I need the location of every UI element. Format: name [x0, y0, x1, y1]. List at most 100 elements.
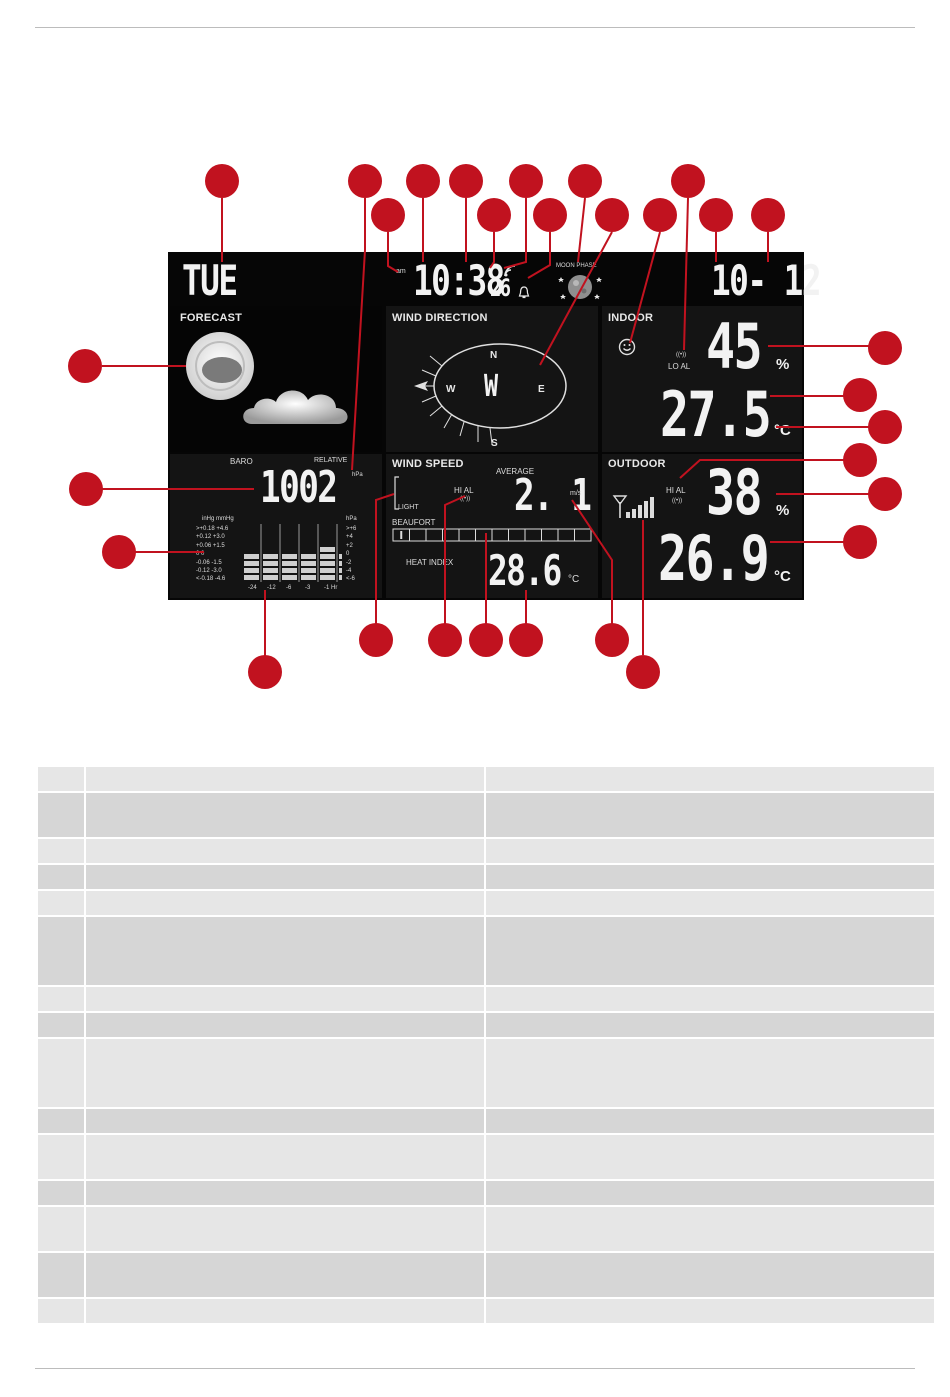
wind-direction-readout: W	[484, 369, 498, 404]
callout-marker	[699, 198, 733, 232]
scale_left-tick: +0.06 +1.5	[196, 542, 225, 549]
beaufort-scale	[392, 528, 592, 542]
legend-row	[38, 1134, 936, 1181]
callout-marker	[509, 164, 543, 198]
callout-marker	[671, 164, 705, 198]
callout-marker	[68, 349, 102, 383]
legend-cell	[85, 1108, 486, 1135]
baro-history-bar-segment	[339, 568, 342, 573]
compass-west: W	[446, 384, 456, 395]
wind-light-label: LIGHT	[398, 504, 419, 511]
baro-history-bar-segment	[244, 575, 259, 580]
baro-history-bar-segment	[263, 575, 278, 580]
legend-cell	[85, 1206, 486, 1253]
compass-north: N	[490, 350, 498, 361]
legend-cell	[85, 1012, 486, 1039]
baro-history-bar-segment	[244, 561, 259, 566]
legend-cell	[38, 838, 86, 865]
callout-marker	[843, 378, 877, 412]
legend-table	[38, 767, 936, 1325]
legend-cell	[85, 1298, 486, 1325]
smiley-icon	[618, 338, 636, 356]
callout-marker	[348, 164, 382, 198]
legend-cell	[485, 890, 936, 917]
legend-row	[38, 1206, 936, 1253]
legend-cell	[38, 916, 86, 987]
legend-cell	[485, 1134, 936, 1181]
legend-cell	[485, 792, 936, 839]
scale_right-tick: 0	[346, 551, 350, 558]
compass-south: S	[491, 438, 498, 449]
legend-row	[38, 1180, 936, 1207]
callout-marker	[205, 164, 239, 198]
callout-marker	[751, 198, 785, 232]
wind-speed-alarm: HI AL	[454, 486, 474, 495]
callout-marker	[477, 198, 511, 232]
scale_right-tick: -2	[346, 559, 352, 566]
outdoor-alarm-symbol-icon: ((•))	[672, 498, 683, 504]
compass-rose	[414, 343, 567, 445]
scale_right-tick: >+6	[346, 526, 357, 532]
forecast-label: FORECAST	[180, 312, 243, 324]
partly-sunny-cloud-icon	[186, 332, 348, 424]
baro-history-chart	[244, 524, 342, 582]
scale_right-tick: <-6	[346, 576, 355, 583]
indoor-label: INDOOR	[608, 312, 654, 324]
legend-cell	[38, 1206, 86, 1253]
baro-history-bar-segment	[244, 568, 259, 573]
callout-marker	[248, 655, 282, 689]
indoor-humidity: 45	[706, 310, 763, 383]
moon-phase-label: MOON PHASE	[556, 263, 597, 269]
legend-row	[38, 1038, 936, 1109]
scale_left-tick: <-0.18 -4.6	[196, 576, 226, 583]
callout-marker	[371, 198, 405, 232]
legend-cell	[85, 838, 486, 865]
baro-history-bar-segment	[320, 561, 335, 566]
baro-scale-header-left: inHg mmHg	[202, 516, 234, 522]
legend-row	[38, 838, 936, 865]
legend-cell	[85, 864, 486, 891]
callout-marker	[359, 623, 393, 657]
legend-cell	[85, 1252, 486, 1299]
legend-cell	[485, 1038, 936, 1109]
baro-history-bar-segment	[320, 568, 335, 573]
baro-history-bar-segment	[320, 547, 335, 552]
bottom-rule	[35, 1368, 915, 1369]
legend-cell	[85, 767, 486, 793]
legend-cell	[38, 1134, 86, 1181]
callout-marker	[595, 623, 629, 657]
beaufort-level-fill	[400, 531, 403, 539]
legend-cell	[38, 1012, 86, 1039]
date-readout: 10- 12	[711, 256, 822, 305]
legend-row	[38, 916, 936, 987]
legend-cell	[485, 1298, 936, 1325]
indoor-panel: INDOOR ((•)) LO AL 45 % 27.5 °C	[602, 306, 802, 452]
heat-index-unit: °C	[568, 574, 580, 585]
baro-history-bar-segment	[320, 575, 335, 580]
baro-history-bar-segment	[282, 561, 297, 566]
baro-history-bar-segment	[301, 554, 316, 559]
legend-cell	[38, 890, 86, 917]
wind-speed-panel: WIND SPEED AVERAGE LIGHT HI AL ((•)) 2. …	[386, 454, 598, 598]
baro-unit: hPa	[352, 472, 363, 478]
baro-history-bar-segment	[263, 554, 278, 559]
legend-cell	[38, 1298, 86, 1325]
baro-history-bar-segment	[301, 561, 316, 566]
scale_right-tick: +4	[346, 534, 353, 541]
callout-marker	[643, 198, 677, 232]
day-readout: TUE	[182, 256, 238, 305]
legend-cell	[38, 986, 86, 1013]
wind-direction-label: WIND DIRECTION	[392, 312, 488, 324]
time-ampm: am	[396, 268, 406, 275]
baro-value: 1002	[260, 462, 338, 513]
legend-cell	[85, 890, 486, 917]
outdoor-label: OUTDOOR	[608, 458, 666, 470]
callout-marker	[509, 623, 543, 657]
wind-scale-bracket-icon	[394, 476, 399, 510]
indoor-alarm: LO AL	[668, 362, 691, 371]
callout-marker	[428, 623, 462, 657]
callout-marker	[868, 410, 902, 444]
indoor-temperature: 27.5	[660, 378, 772, 451]
indoor-alarm-symbol-icon: ((•))	[676, 352, 687, 358]
legend-row	[38, 792, 936, 839]
